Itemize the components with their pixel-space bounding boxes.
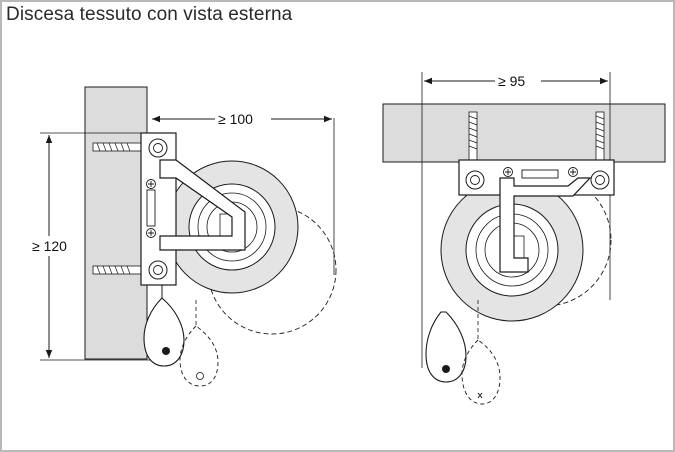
right-roll-max-dashed [478, 173, 612, 307]
right-bracket-arm [499, 177, 592, 273]
left-bracket-arm [159, 159, 246, 251]
page-title: Discesa tessuto con vista esterna [6, 4, 293, 25]
right-clearance-dimension-label: ≥ 95 [498, 73, 525, 89]
right-bracket-hole-left [465, 170, 485, 190]
left-bracket-hole-bottom [148, 260, 168, 280]
right-ceiling-anchor-right [595, 111, 605, 161]
left-bracket-hole-top [148, 138, 168, 158]
left-height-dimension-label: ≥ 120 [32, 238, 67, 254]
left-wall-anchor-bottom [92, 265, 144, 275]
left-wall [84, 86, 148, 360]
right-bottom-weight-dashed [461, 339, 501, 405]
right-bottom-weight [425, 311, 467, 383]
left-bottom-weight-dashed [179, 325, 219, 387]
right-ceiling-anchor-left [468, 111, 478, 161]
right-ceiling-mount-view: ≥ 95 [382, 71, 666, 405]
left-bottom-weight [143, 297, 185, 367]
left-wall-mount-view: ≥ 120 ≥ 100 [30, 86, 337, 387]
right-ceiling [382, 103, 666, 163]
left-wall-anchor-top [92, 142, 144, 152]
right-bracket-hole-right [590, 170, 610, 190]
left-clearance-dimension-label: ≥ 100 [218, 111, 253, 127]
